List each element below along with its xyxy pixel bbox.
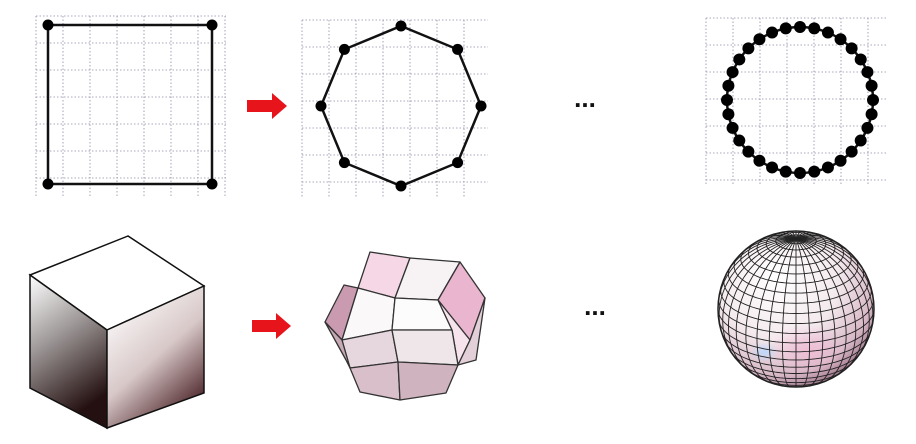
square-polygon <box>46 23 214 186</box>
vertex-dot <box>206 19 218 31</box>
vertex-dot <box>854 53 867 66</box>
mesh-line <box>728 238 797 372</box>
mesh-line <box>795 238 810 387</box>
vertex-dot <box>821 26 834 39</box>
ellipsis-bottom: ... <box>584 291 606 321</box>
sphere-mesh <box>717 230 875 388</box>
poly-face <box>391 329 459 366</box>
vertex-dot <box>865 108 878 121</box>
vertex-dot <box>742 42 755 55</box>
vertex-dot <box>861 121 874 134</box>
mesh-line <box>735 238 797 379</box>
arrow-top <box>247 93 287 119</box>
mesh-line <box>795 238 864 372</box>
vertex-dot <box>395 180 407 192</box>
vertex-dot <box>42 19 54 31</box>
mesh-line <box>739 362 853 380</box>
vertex-dot <box>338 43 350 55</box>
polyhedron <box>324 251 486 401</box>
mesh-line <box>795 238 824 387</box>
poly-face <box>397 361 459 401</box>
vertex-dot <box>722 108 735 121</box>
mesh-line <box>795 238 874 337</box>
vertex-dot <box>452 157 464 169</box>
mesh-line <box>718 308 874 344</box>
circle-grid <box>705 17 886 186</box>
mesh-line <box>795 238 857 379</box>
mesh-line <box>795 238 870 358</box>
vertex-dot <box>867 94 879 106</box>
cube <box>28 235 206 430</box>
vertex-dot <box>753 33 766 46</box>
octagon-vertices <box>315 20 487 192</box>
vertex-dot <box>808 22 821 35</box>
vertex-dot <box>861 66 874 79</box>
mesh-line <box>718 238 797 337</box>
vertex-dot <box>42 178 54 190</box>
vertex-dot <box>794 167 806 179</box>
vertex-dot <box>779 165 792 178</box>
vertex-dot <box>854 134 867 147</box>
square-grid <box>35 15 226 198</box>
vertex-dot <box>395 20 407 32</box>
vertex-dot <box>721 94 733 106</box>
circle-vertices <box>721 21 879 179</box>
vertex-dot <box>779 22 792 35</box>
mesh-line <box>718 298 874 334</box>
ellipsis-top: ... <box>574 83 596 113</box>
mesh-line <box>725 342 867 368</box>
vertex-dot <box>766 26 779 39</box>
vertex-dot <box>726 121 739 134</box>
mesh-line <box>733 256 859 294</box>
right-arrow-icon <box>252 313 291 339</box>
vertex-dot <box>722 79 735 92</box>
square-vertices <box>42 19 218 190</box>
right-arrow-icon <box>247 93 287 119</box>
vertex-dot <box>794 21 806 33</box>
vertex-dot <box>753 154 766 167</box>
mesh-line <box>740 248 852 284</box>
vertex-dot <box>845 42 858 55</box>
vertex-dot <box>808 165 821 178</box>
mesh-line <box>756 238 797 386</box>
mesh-line <box>722 238 797 358</box>
vertex-dot <box>338 157 350 169</box>
vertex-dot <box>452 43 464 55</box>
vertex-dot <box>742 145 755 158</box>
cube-right-face <box>106 284 205 430</box>
vertex-dot <box>821 161 834 174</box>
vertex-dot <box>834 154 847 167</box>
mesh-line <box>745 238 797 383</box>
vertex-dot <box>726 66 739 79</box>
mesh-line <box>782 238 797 387</box>
vertex-dot <box>766 161 779 174</box>
vertex-dot <box>845 145 858 158</box>
mesh-line <box>795 238 847 383</box>
vertex-dot <box>733 53 746 66</box>
mesh-line <box>795 238 836 386</box>
mesh-line <box>728 266 864 304</box>
mesh-line <box>768 238 797 387</box>
arrow-bottom <box>252 313 291 339</box>
vertex-dot <box>475 100 487 112</box>
vertex-dot <box>834 33 847 46</box>
vertex-dot <box>206 178 218 190</box>
vertex-dot <box>733 134 746 147</box>
poly-face <box>349 361 401 401</box>
vertex-dot <box>315 100 327 112</box>
vertex-dot <box>865 79 878 92</box>
poly-face <box>457 297 486 366</box>
